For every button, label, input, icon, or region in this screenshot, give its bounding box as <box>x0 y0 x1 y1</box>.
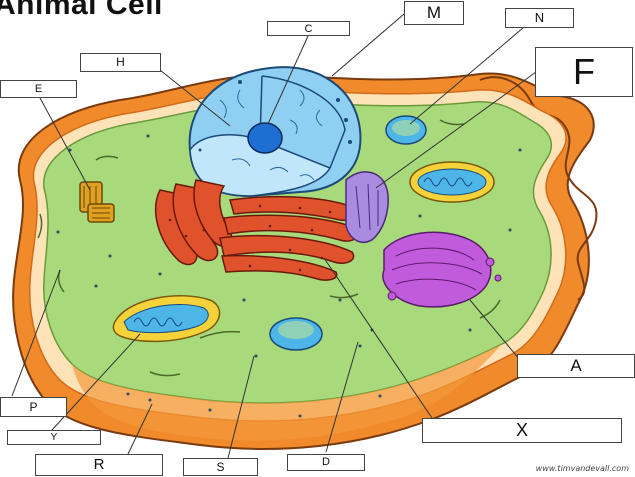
golgi-apparatus <box>382 231 502 308</box>
label-box-f[interactable]: F <box>535 47 633 97</box>
label-box-h[interactable]: H <box>80 53 161 72</box>
membrane-lower <box>72 344 502 441</box>
label-a-text: A <box>570 356 582 375</box>
label-f-text: F <box>573 51 595 92</box>
label-box-n[interactable]: N <box>505 8 574 28</box>
label-h-text: H <box>116 55 125 69</box>
label-box-m[interactable]: M <box>404 1 464 25</box>
label-s-text: S <box>216 460 225 474</box>
nucleolus <box>247 122 283 154</box>
centriole <box>79 181 115 223</box>
label-box-s[interactable]: S <box>183 458 258 476</box>
nucleus <box>188 66 362 198</box>
cytoskeleton-fibers <box>37 119 501 377</box>
mitochondrion-left <box>112 295 221 343</box>
lysosome-top <box>385 115 427 145</box>
label-box-c[interactable]: C <box>267 21 350 36</box>
membrane-ruffle <box>479 76 598 301</box>
label-d-text: D <box>322 456 330 468</box>
label-n-text: N <box>534 10 545 25</box>
label-r-text: R <box>93 456 105 473</box>
diagram-title: Animal Cell <box>0 0 163 21</box>
label-box-a[interactable]: A <box>517 354 635 378</box>
label-p-text: P <box>29 400 38 414</box>
mitochondrion-right <box>409 161 495 203</box>
lysosome-bottom <box>269 317 323 351</box>
site-credit: www.timvandevall.com <box>535 464 629 473</box>
secretory-vesicles <box>345 171 389 244</box>
label-box-r[interactable]: R <box>35 454 163 476</box>
label-e-text: E <box>34 83 43 95</box>
label-box-p[interactable]: P <box>0 397 67 417</box>
label-box-d[interactable]: D <box>287 454 365 471</box>
label-x-text: X <box>515 420 528 440</box>
label-c-text: C <box>304 23 313 35</box>
label-y-text: Y <box>50 432 58 443</box>
label-box-x[interactable]: X <box>422 418 622 443</box>
label-m-text: M <box>426 3 442 22</box>
label-box-e[interactable]: E <box>0 80 77 98</box>
label-box-y[interactable]: Y <box>7 430 101 445</box>
